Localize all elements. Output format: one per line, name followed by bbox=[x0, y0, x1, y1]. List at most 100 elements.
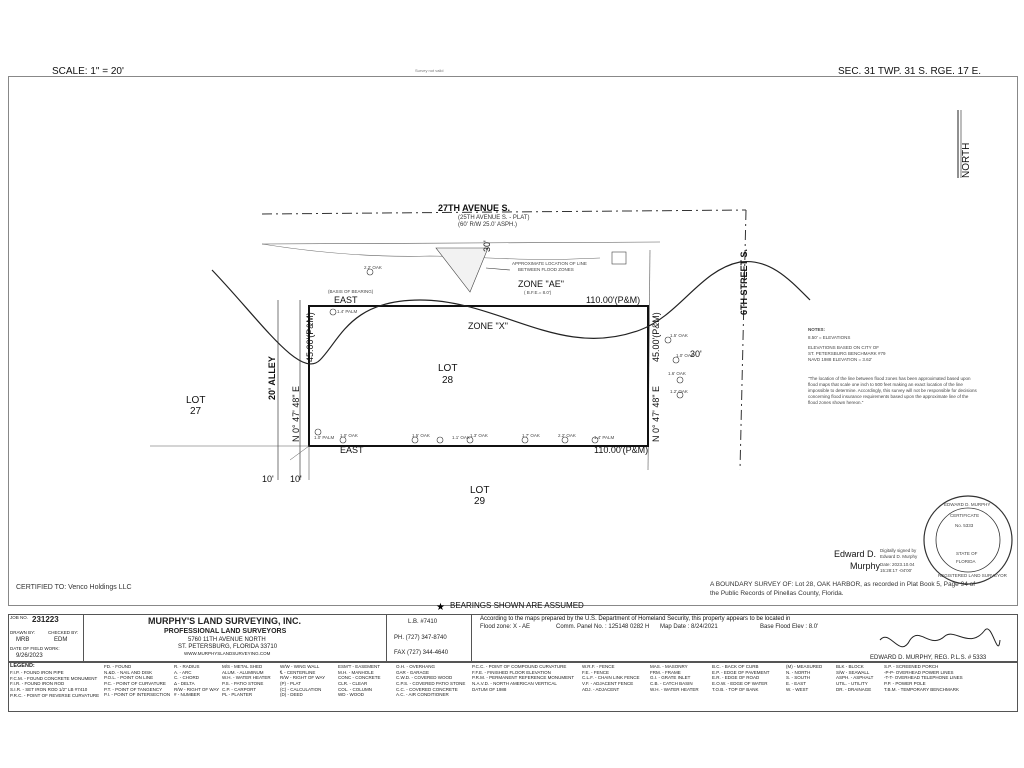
seal-outer bbox=[923, 495, 1013, 585]
notes-line: ELEVATIONS BASED ON CITY OF bbox=[808, 345, 880, 350]
bearing-left: N 0° 47' 48" E bbox=[291, 385, 301, 442]
tree-label: 1.0' OAK bbox=[340, 433, 358, 438]
lot-left-number: 27 bbox=[190, 406, 202, 417]
legend-column: M/S - METAL SHED ALUM. - ALUMINUM W.H. -… bbox=[222, 664, 271, 698]
company-website: WWW.MURPHYSLANDSURVEYING.COM bbox=[184, 651, 271, 656]
job-number: 231223 bbox=[32, 615, 59, 624]
legend-column: W/W - WING WALL ℄ - CENTERLINE R/W - RIG… bbox=[280, 664, 326, 698]
tree-label: 2.2' OAK bbox=[558, 433, 576, 438]
lot-28-boundary bbox=[308, 305, 649, 447]
tree-label: 1.4' PALM bbox=[337, 309, 358, 314]
right-of-way-top bbox=[261, 241, 661, 245]
legend-title: LEGEND: bbox=[10, 663, 35, 669]
tree-label: 1.0' PALM bbox=[314, 435, 335, 440]
alley-right: 10' bbox=[290, 474, 302, 484]
zone-x: ZONE "X" bbox=[468, 321, 508, 331]
contact-box bbox=[386, 614, 472, 662]
street-top-sub2: (60' R/W 25.0' ASPH.) bbox=[458, 222, 517, 228]
tree-symbol bbox=[591, 436, 599, 444]
tree-label: 1.5' OAK bbox=[412, 433, 430, 438]
tree-symbol bbox=[561, 436, 569, 444]
street-top-sub: (25TH AVENUE S. - PLAT) bbox=[458, 215, 530, 221]
edge-of-road bbox=[261, 243, 601, 260]
street-right-width: 30' bbox=[690, 349, 702, 359]
company-name: MURPHY'S LAND SURVEYING, INC. bbox=[148, 616, 301, 626]
flood-text: According to the maps prepared by the U.… bbox=[480, 616, 791, 622]
boundary-survey: A BOUNDARY SURVEY OF: Lot 28, OAK HARBOR… bbox=[710, 581, 976, 588]
flood-line-note-1: APPROXIMATE LOCATION OF LINE bbox=[512, 261, 587, 266]
signature-name-2: Murphy bbox=[850, 561, 881, 571]
bearing-right: N 0° 47' 48" E bbox=[651, 385, 661, 442]
lot-subject-label: LOT bbox=[438, 363, 458, 374]
surveyor-name: EDWARD D. MURPHY, REG. P.L.S. # 5333 bbox=[870, 655, 987, 661]
tree-symbol bbox=[329, 308, 337, 316]
date-value: 9/26/2023 bbox=[16, 653, 43, 659]
seal-inner bbox=[935, 507, 1001, 573]
legend-column: BLK - BLOCK S/W - SEAWALL ASPH. - ASPHAL… bbox=[836, 664, 874, 692]
bearing-basis: (BASIS OF BEARING) bbox=[328, 289, 374, 294]
drawn-label: DRAWN BY: bbox=[10, 630, 36, 635]
lot-bottom-number: 29 bbox=[474, 496, 486, 507]
legend-column: B.C. - BACK OF CURB E.P. - EDGE OF PAVEM… bbox=[712, 664, 770, 692]
signature-name: Edward D. bbox=[834, 549, 877, 559]
tree-label: 2.2' OAK bbox=[364, 265, 382, 270]
concrete-area bbox=[435, 247, 489, 293]
tree-symbol bbox=[314, 428, 322, 436]
alley-left: 10' bbox=[262, 474, 274, 484]
thirty-foot-label: 30' bbox=[482, 240, 492, 252]
tree-symbol bbox=[436, 436, 444, 444]
tree-label: 1.1' OAK bbox=[452, 435, 470, 440]
street-centerline-top bbox=[261, 209, 747, 215]
legend-column: MAS. - MASONRY FRM. - FRAME G.I. - GRATE… bbox=[650, 664, 699, 692]
company-address-2: ST. PETERSBURG, FLORIDA 33710 bbox=[178, 644, 278, 650]
tree-label: 1.5' OAK bbox=[670, 333, 688, 338]
boundary-survey-2: the Public Records of Pinellas County, F… bbox=[710, 590, 844, 597]
legend-column: P.C.C. - POINT OF COMPOUND CURVATURE F.F… bbox=[472, 664, 575, 692]
zone-ae: ZONE "AE" bbox=[518, 279, 564, 289]
bearing-right-distance: 45.00'(P&M) bbox=[651, 312, 661, 362]
legend-column: F.I.P. - FOUND IRON PIPE F.C.M. - FOUND … bbox=[10, 670, 100, 698]
legend-column: ESM'T - EASEMENT M.H. - MANHOLE CONC - C… bbox=[338, 664, 381, 698]
alley-label: 20' ALLEY bbox=[267, 356, 277, 400]
tree-label: 1.6' OAK bbox=[668, 371, 686, 376]
lot-bottom-label: LOT bbox=[470, 485, 490, 496]
zone-ae-bfe: ( B.F.E.= 8.0') bbox=[524, 290, 552, 295]
bearings-note: BEARINGS SHOWN ARE ASSUMED bbox=[450, 601, 584, 610]
signature-digital: Digitally signed by Edward D. Murphy bbox=[880, 548, 918, 559]
notes-line: 8.50' = ELEVATIONS bbox=[808, 335, 851, 340]
tree-label: 1.4' PALM bbox=[594, 435, 615, 440]
notes-line: ST. PETERSBURG BENCHMARK #79 bbox=[808, 351, 886, 356]
legend-column: R. - RADIUS A. - ARC C. - CHORD Δ - DELT… bbox=[174, 664, 220, 698]
legend-column: (M) - MEASURED N. - NORTH S. - SOUTH E. … bbox=[786, 664, 823, 692]
drawing-frame bbox=[8, 76, 1018, 606]
job-box bbox=[8, 614, 84, 662]
star-icon: ★ bbox=[436, 602, 445, 613]
lot-left-label: LOT bbox=[186, 395, 206, 406]
section-label: SEC. 31 TWP. 31 S. RGE. 17 E. bbox=[838, 66, 982, 77]
lb-number: L.B. #7410 bbox=[408, 619, 438, 625]
north-label: NORTH bbox=[961, 142, 972, 178]
fax: FAX (727) 344-4640 bbox=[394, 650, 449, 656]
tie-line bbox=[289, 445, 310, 461]
street-right: 6TH STREET S. bbox=[739, 248, 749, 315]
panel-number: Comm. Panel No. : 125148 0282 H bbox=[556, 624, 650, 630]
tree-symbol bbox=[672, 356, 680, 364]
flood-disclaimer: "The location of the line between flood … bbox=[808, 376, 977, 406]
curb-box bbox=[611, 251, 627, 265]
company-address-1: 5760 11TH AVENUE NORTH bbox=[188, 637, 266, 643]
north-arrow bbox=[957, 110, 962, 178]
base-flood: Base Flood Elev : 8.0' bbox=[760, 624, 819, 630]
job-label: JOB NO. bbox=[10, 615, 29, 620]
bearing-top: EAST bbox=[334, 295, 358, 305]
tree-label: 1.2' OAK bbox=[670, 389, 688, 394]
legend-box bbox=[8, 662, 1018, 712]
bearing-bottom-distance: 110.00'(P&M) bbox=[594, 445, 649, 455]
street-centerline-right bbox=[739, 209, 747, 471]
street-top: 27TH AVENUE S. bbox=[438, 203, 511, 213]
legend-column: FD. - FOUND N.&D. - NAIL AND DISK P.O.L.… bbox=[104, 664, 171, 698]
tree-symbol bbox=[664, 336, 672, 344]
tree-label: 1.3' OAK bbox=[470, 433, 488, 438]
leader-line bbox=[485, 267, 511, 271]
